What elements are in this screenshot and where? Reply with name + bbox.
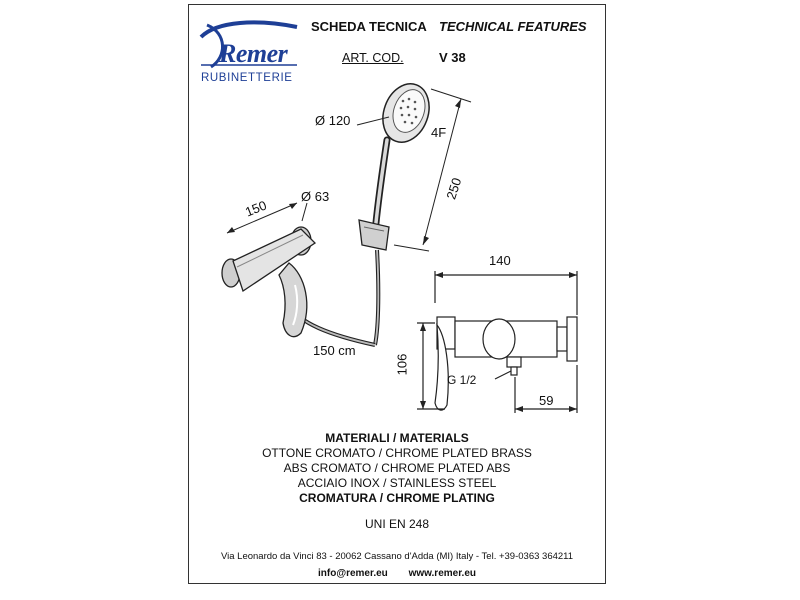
- logo-wave-icon: [199, 20, 298, 69]
- website-link[interactable]: www.remer.eu: [408, 568, 476, 579]
- material-line: ACCIAIO INOX / STAINLESS STEEL: [297, 476, 497, 490]
- article-code-value: V 38: [439, 50, 466, 65]
- plating-label: CROMATURA / CHROME PLATING: [299, 491, 495, 505]
- technical-drawing: [221, 83, 578, 413]
- height-label: 106: [394, 353, 410, 376]
- email-link[interactable]: info@remer.eu: [318, 568, 388, 579]
- title-italian: SCHEDA TECNICA: [311, 19, 427, 34]
- orthographic-drawing: [417, 271, 578, 413]
- logo-subtitle: RUBINETTERIE: [201, 72, 293, 84]
- handle-diameter-label: Ø 63: [301, 189, 330, 204]
- material-line: OTTONE CROMATO / CHROME PLATED BRASS: [262, 446, 532, 460]
- title-english: TECHNICAL FEATURES: [439, 19, 587, 34]
- outlet-label: 59: [539, 393, 554, 408]
- shower-head-illustration: [371, 83, 430, 237]
- standard-label: UNI EN 248: [364, 517, 430, 531]
- thread-label: G 1/2: [447, 373, 477, 387]
- hose-length-label: 150 cm: [313, 343, 356, 358]
- mixer-illustration: [221, 226, 317, 338]
- remer-logo: Remer RUBINETTERIE: [197, 17, 307, 87]
- company-address: Via Leonardo da Vinci 83 - 20062 Cassano…: [220, 551, 574, 562]
- technical-sheet: Remer RUBINETTERIE SCHEDA TECNICA TECHNI…: [188, 4, 606, 584]
- materials-title: MATERIALI / MATERIALS: [325, 431, 469, 445]
- shower-holder-illustration: [358, 219, 390, 251]
- jets-label: 4F: [431, 125, 447, 140]
- article-code-label: ART. COD.: [342, 51, 404, 65]
- material-line: ABS CROMATO / CHROME PLATED ABS: [283, 461, 511, 475]
- head-diameter-label: Ø 120: [315, 113, 351, 128]
- contact-line: info@remer.eu www.remer.eu: [189, 568, 605, 579]
- logo-word: Remer: [219, 39, 288, 68]
- body-width-label: 140: [489, 253, 511, 268]
